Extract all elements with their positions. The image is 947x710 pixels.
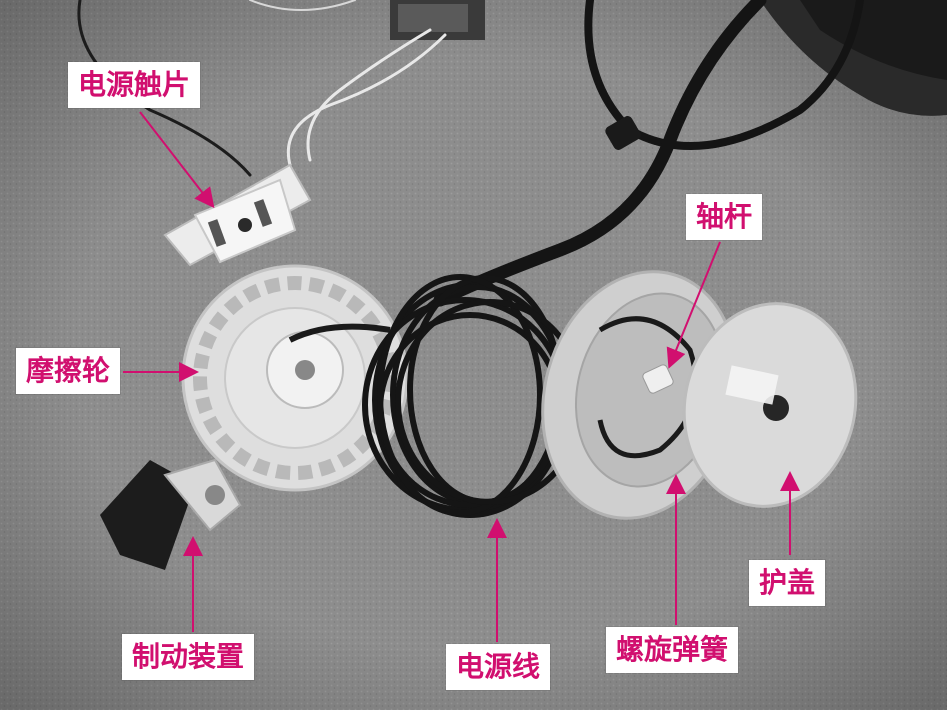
brake-device-part [100, 458, 242, 570]
label-power-cord: 电源线 [446, 644, 551, 690]
thin-wires [77, 0, 447, 177]
label-brake-device: 制动装置 [122, 634, 255, 680]
motor-cord [433, 0, 864, 307]
power-contact-part [163, 163, 312, 267]
friction-wheel-part [181, 264, 409, 492]
label-shaft: 轴杆 [686, 194, 763, 240]
circuit-board [390, 0, 485, 40]
label-friction-wheel: 摩擦轮 [16, 348, 121, 394]
label-cover: 护盖 [749, 560, 826, 606]
label-power-contact: 电源触片 [68, 62, 201, 108]
cover-part [682, 302, 858, 508]
motor-body [760, 0, 947, 116]
label-spiral-spring: 螺旋弹簧 [606, 627, 739, 673]
